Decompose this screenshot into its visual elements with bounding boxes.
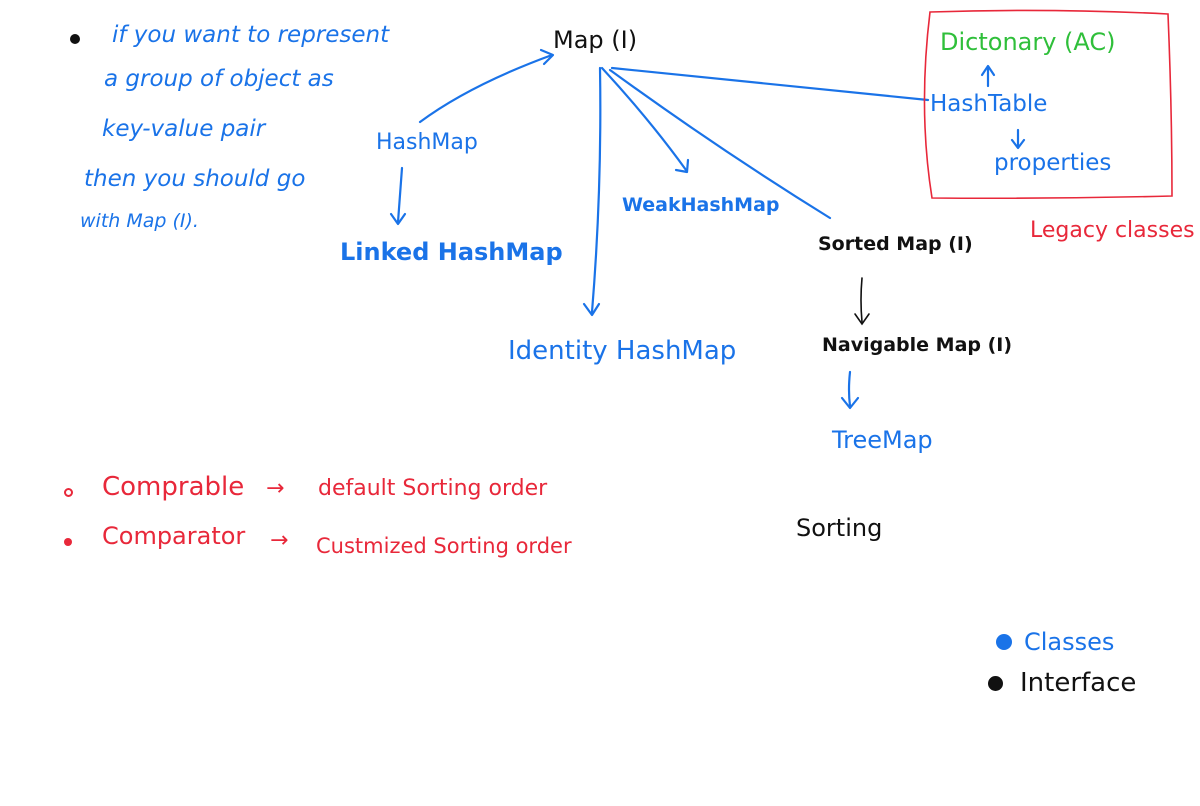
arrowhead-identity: [582, 302, 601, 317]
intro-line-4: then you should go: [84, 166, 306, 192]
note-2-desc: Custmized Sorting order: [316, 534, 572, 558]
note-bullet-1: [64, 488, 73, 497]
arrowhead-navigable: [854, 313, 870, 326]
edge-map-sorted: [608, 68, 832, 220]
edge-map-hashtable: [610, 66, 930, 102]
intro-line-3: key-value pair: [102, 116, 266, 142]
legend-class-dot: [996, 634, 1012, 650]
arrowhead-linked: [389, 212, 407, 226]
node-hashmap: HashMap: [376, 130, 478, 155]
note-1-arrow: →: [266, 476, 285, 501]
sorting-label: Sorting: [796, 514, 883, 542]
arrowhead-properties: [1010, 138, 1026, 150]
arrowhead-map: [539, 48, 555, 66]
legend-classes-label: Classes: [1024, 628, 1115, 656]
node-map-interface: Map (I): [553, 26, 638, 54]
node-sorted-map-interface: Sorted Map (I): [818, 233, 973, 255]
node-properties: properties: [994, 150, 1112, 176]
legacy-box: [923, 9, 1173, 200]
edge-map-identity: [590, 66, 602, 314]
edge-sorted-navigable: [860, 277, 863, 323]
bullet-dot: [70, 34, 80, 44]
note-1-term: Comprable: [102, 472, 245, 502]
arrowhead-weak: [674, 158, 690, 174]
intro-line-1: if you want to represent: [112, 22, 390, 48]
node-identity-hashmap: Identity HashMap: [508, 336, 737, 366]
legend-interface-label: Interface: [1020, 668, 1137, 698]
node-weak-hashmap: WeakHashMap: [622, 194, 780, 216]
edge-hashmap-linked: [396, 166, 404, 224]
node-dictionary: Dictonary (AC): [940, 28, 1116, 56]
legacy-classes-label: Legacy classes: [1030, 218, 1195, 243]
intro-line-2: a group of object as: [104, 66, 334, 92]
note-1-desc: default Sorting order: [318, 476, 548, 501]
note-2-term: Comparator: [102, 522, 246, 550]
node-linked-hashmap: Linked HashMap: [340, 238, 563, 266]
edge-map-hashmap: [418, 53, 554, 124]
arrowhead-dictionary: [980, 64, 996, 77]
edge-map-weak: [600, 66, 688, 172]
note-2-arrow: →: [270, 528, 289, 553]
intro-line-5: with Map (I).: [80, 210, 199, 232]
node-navigable-map-interface: Navigable Map (I): [822, 334, 1013, 356]
note-bullet-2: [64, 538, 72, 546]
edge-navigable-treemap: [847, 370, 852, 408]
legend-interface-dot: [988, 676, 1003, 691]
node-hashtable: HashTable: [930, 91, 1048, 117]
node-treemap: TreeMap: [832, 426, 933, 454]
arrowhead-treemap: [840, 396, 860, 410]
